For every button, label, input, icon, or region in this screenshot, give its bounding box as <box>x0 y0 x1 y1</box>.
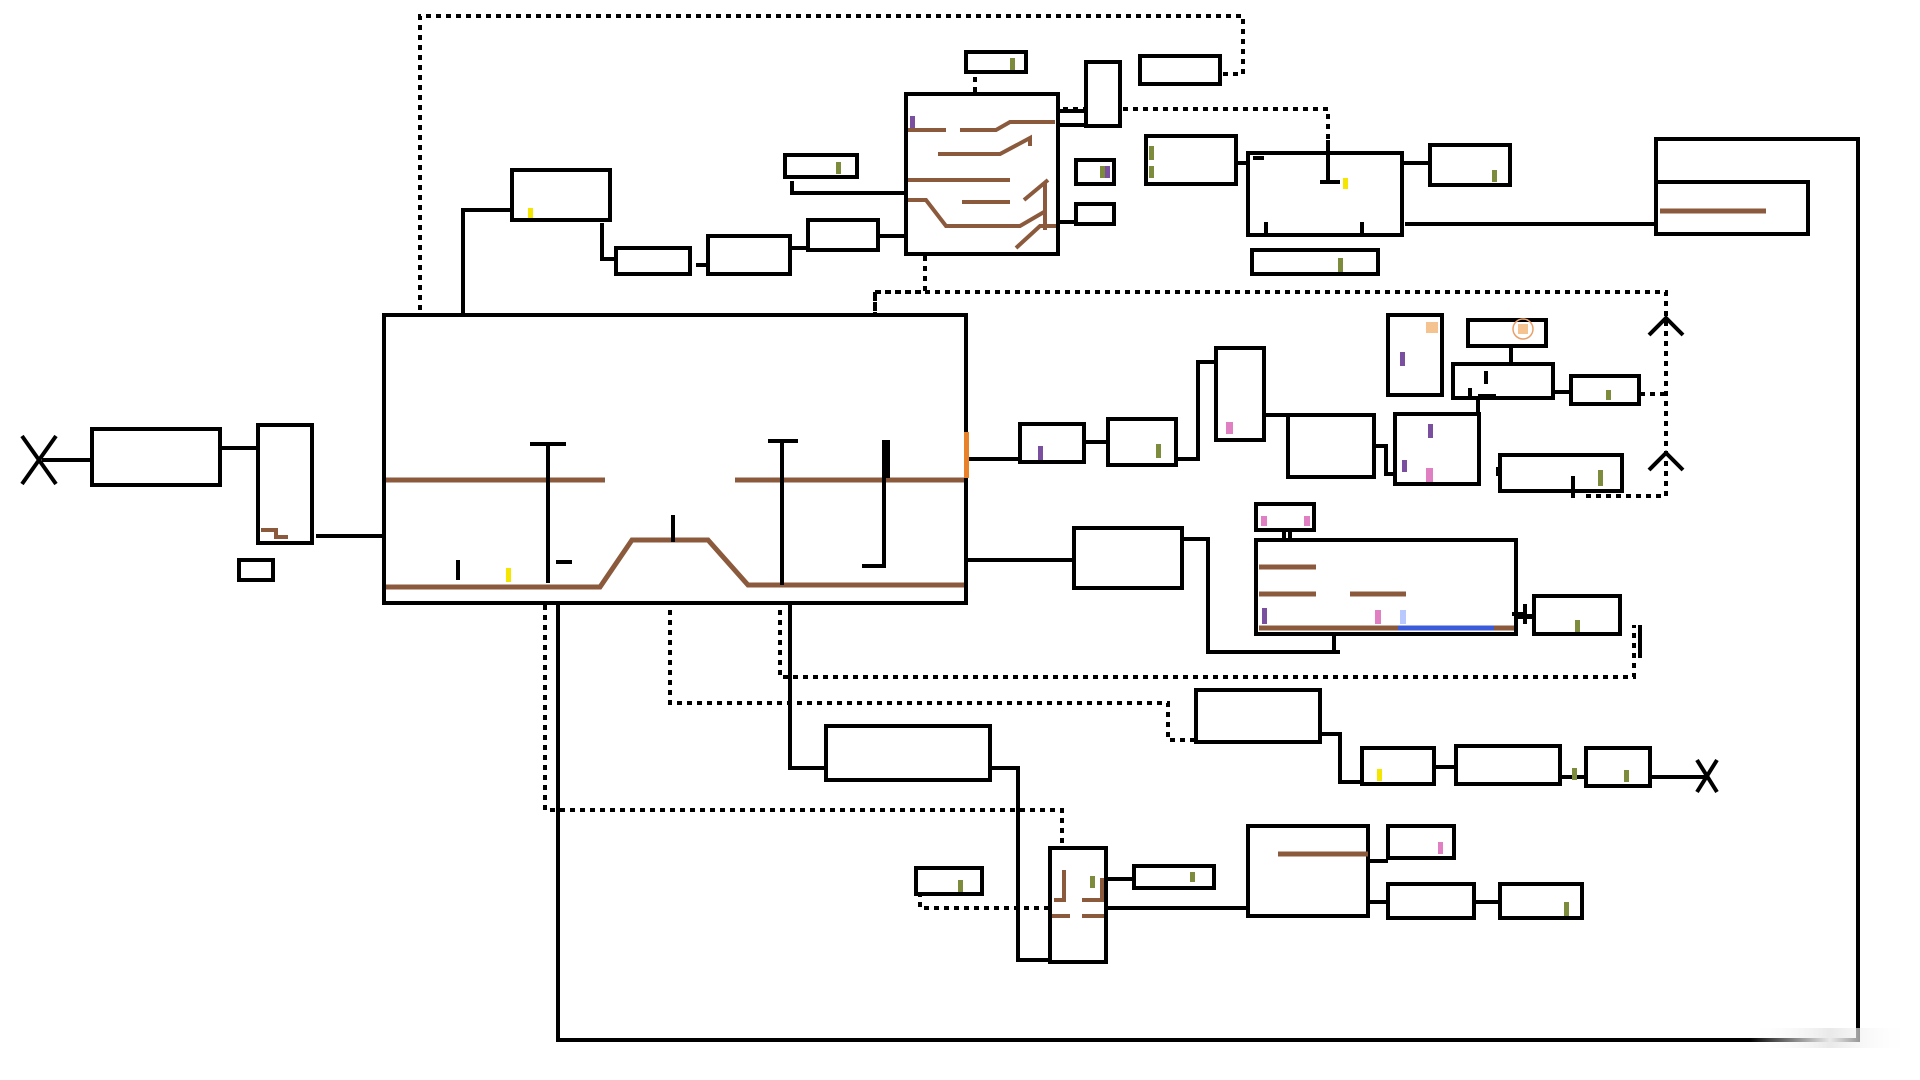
block-p <box>1428 143 1512 187</box>
olive-marker <box>1190 872 1195 882</box>
pink-marker <box>1226 422 1233 434</box>
block-u <box>1286 413 1376 479</box>
block-j <box>1138 54 1222 86</box>
olive-marker <box>1156 444 1161 458</box>
block-f <box>806 218 880 252</box>
block-b-small <box>237 558 275 582</box>
block-al <box>1132 864 1216 890</box>
block-af <box>1194 688 1322 744</box>
yellow-marker <box>506 568 511 582</box>
pink-marker <box>1426 468 1433 482</box>
olive-marker <box>1606 390 1611 400</box>
olive-marker <box>1090 876 1095 888</box>
purple-marker <box>1262 608 1267 624</box>
block-ag <box>1360 746 1436 786</box>
block-am <box>1246 824 1370 918</box>
block-b <box>256 423 314 545</box>
purple-marker <box>1038 446 1043 460</box>
yellow-marker <box>528 208 533 218</box>
block-q <box>1654 180 1810 236</box>
olive-marker <box>1010 58 1015 70</box>
block-h <box>964 50 1028 74</box>
end-terminal-icon <box>1695 758 1719 794</box>
block-ap <box>1498 882 1584 920</box>
tracks <box>261 120 1766 918</box>
block-ad <box>1254 538 1518 636</box>
block-y <box>1393 412 1481 486</box>
chevron-up-icon <box>1647 315 1685 337</box>
orange-marker <box>964 432 969 478</box>
main-block <box>382 313 968 605</box>
purple-marker <box>1400 352 1405 366</box>
block-ah <box>1454 744 1562 786</box>
olive-marker <box>1149 166 1154 178</box>
signal-stubs <box>456 140 1642 658</box>
olive-marker <box>1572 768 1577 780</box>
pink-marker <box>1375 610 1381 624</box>
block-s <box>1106 417 1178 467</box>
blocks <box>90 50 1810 964</box>
block-c <box>510 168 612 222</box>
peach-marker <box>1426 322 1438 333</box>
highlight-ring <box>1512 318 1534 340</box>
pink-marker <box>1304 516 1310 526</box>
block-m <box>1144 134 1238 186</box>
purple-marker <box>1428 424 1433 438</box>
purple-marker <box>1402 460 1407 472</box>
olive-marker <box>1564 902 1569 916</box>
olive-marker <box>1149 146 1154 160</box>
block-a <box>90 427 222 487</box>
block-ai <box>1584 746 1652 788</box>
purple-marker <box>1105 166 1110 178</box>
block-aj <box>824 724 992 782</box>
light-blue-marker <box>1400 610 1406 624</box>
block-an <box>1386 824 1456 860</box>
pink-marker <box>1438 842 1443 854</box>
olive-marker <box>1575 620 1580 632</box>
olive-marker <box>1598 470 1603 486</box>
block-d <box>614 246 692 276</box>
olive-marker <box>958 880 963 892</box>
olive-marker <box>1624 770 1629 782</box>
olive-marker <box>1338 258 1343 272</box>
chevron-up-icon <box>1647 450 1685 472</box>
olive-marker <box>1100 166 1105 178</box>
block-z <box>1569 374 1641 406</box>
block-ab <box>1072 526 1184 590</box>
peach-marker <box>1518 324 1528 334</box>
junction-block-bottom <box>1048 846 1108 964</box>
olive-marker <box>836 162 841 174</box>
olive-marker <box>1492 170 1497 182</box>
block-e <box>706 234 792 276</box>
block-aa <box>1498 453 1624 493</box>
block-r <box>1018 422 1086 464</box>
block-n <box>1246 151 1404 237</box>
block-i <box>1084 60 1122 128</box>
smudge <box>1750 1028 1910 1048</box>
yellow-marker <box>1343 178 1348 189</box>
yellow-marker <box>1377 769 1382 781</box>
block-l <box>1074 202 1116 226</box>
start-terminal-icon <box>20 434 58 486</box>
block-ao <box>1386 882 1476 920</box>
block-g <box>783 153 859 179</box>
block-o <box>1250 248 1380 276</box>
purple-marker <box>910 116 915 128</box>
block-ak <box>914 866 984 896</box>
pink-marker <box>1261 516 1267 526</box>
block-t <box>1214 346 1266 442</box>
block-w <box>1466 318 1548 348</box>
markers <box>506 58 1629 916</box>
